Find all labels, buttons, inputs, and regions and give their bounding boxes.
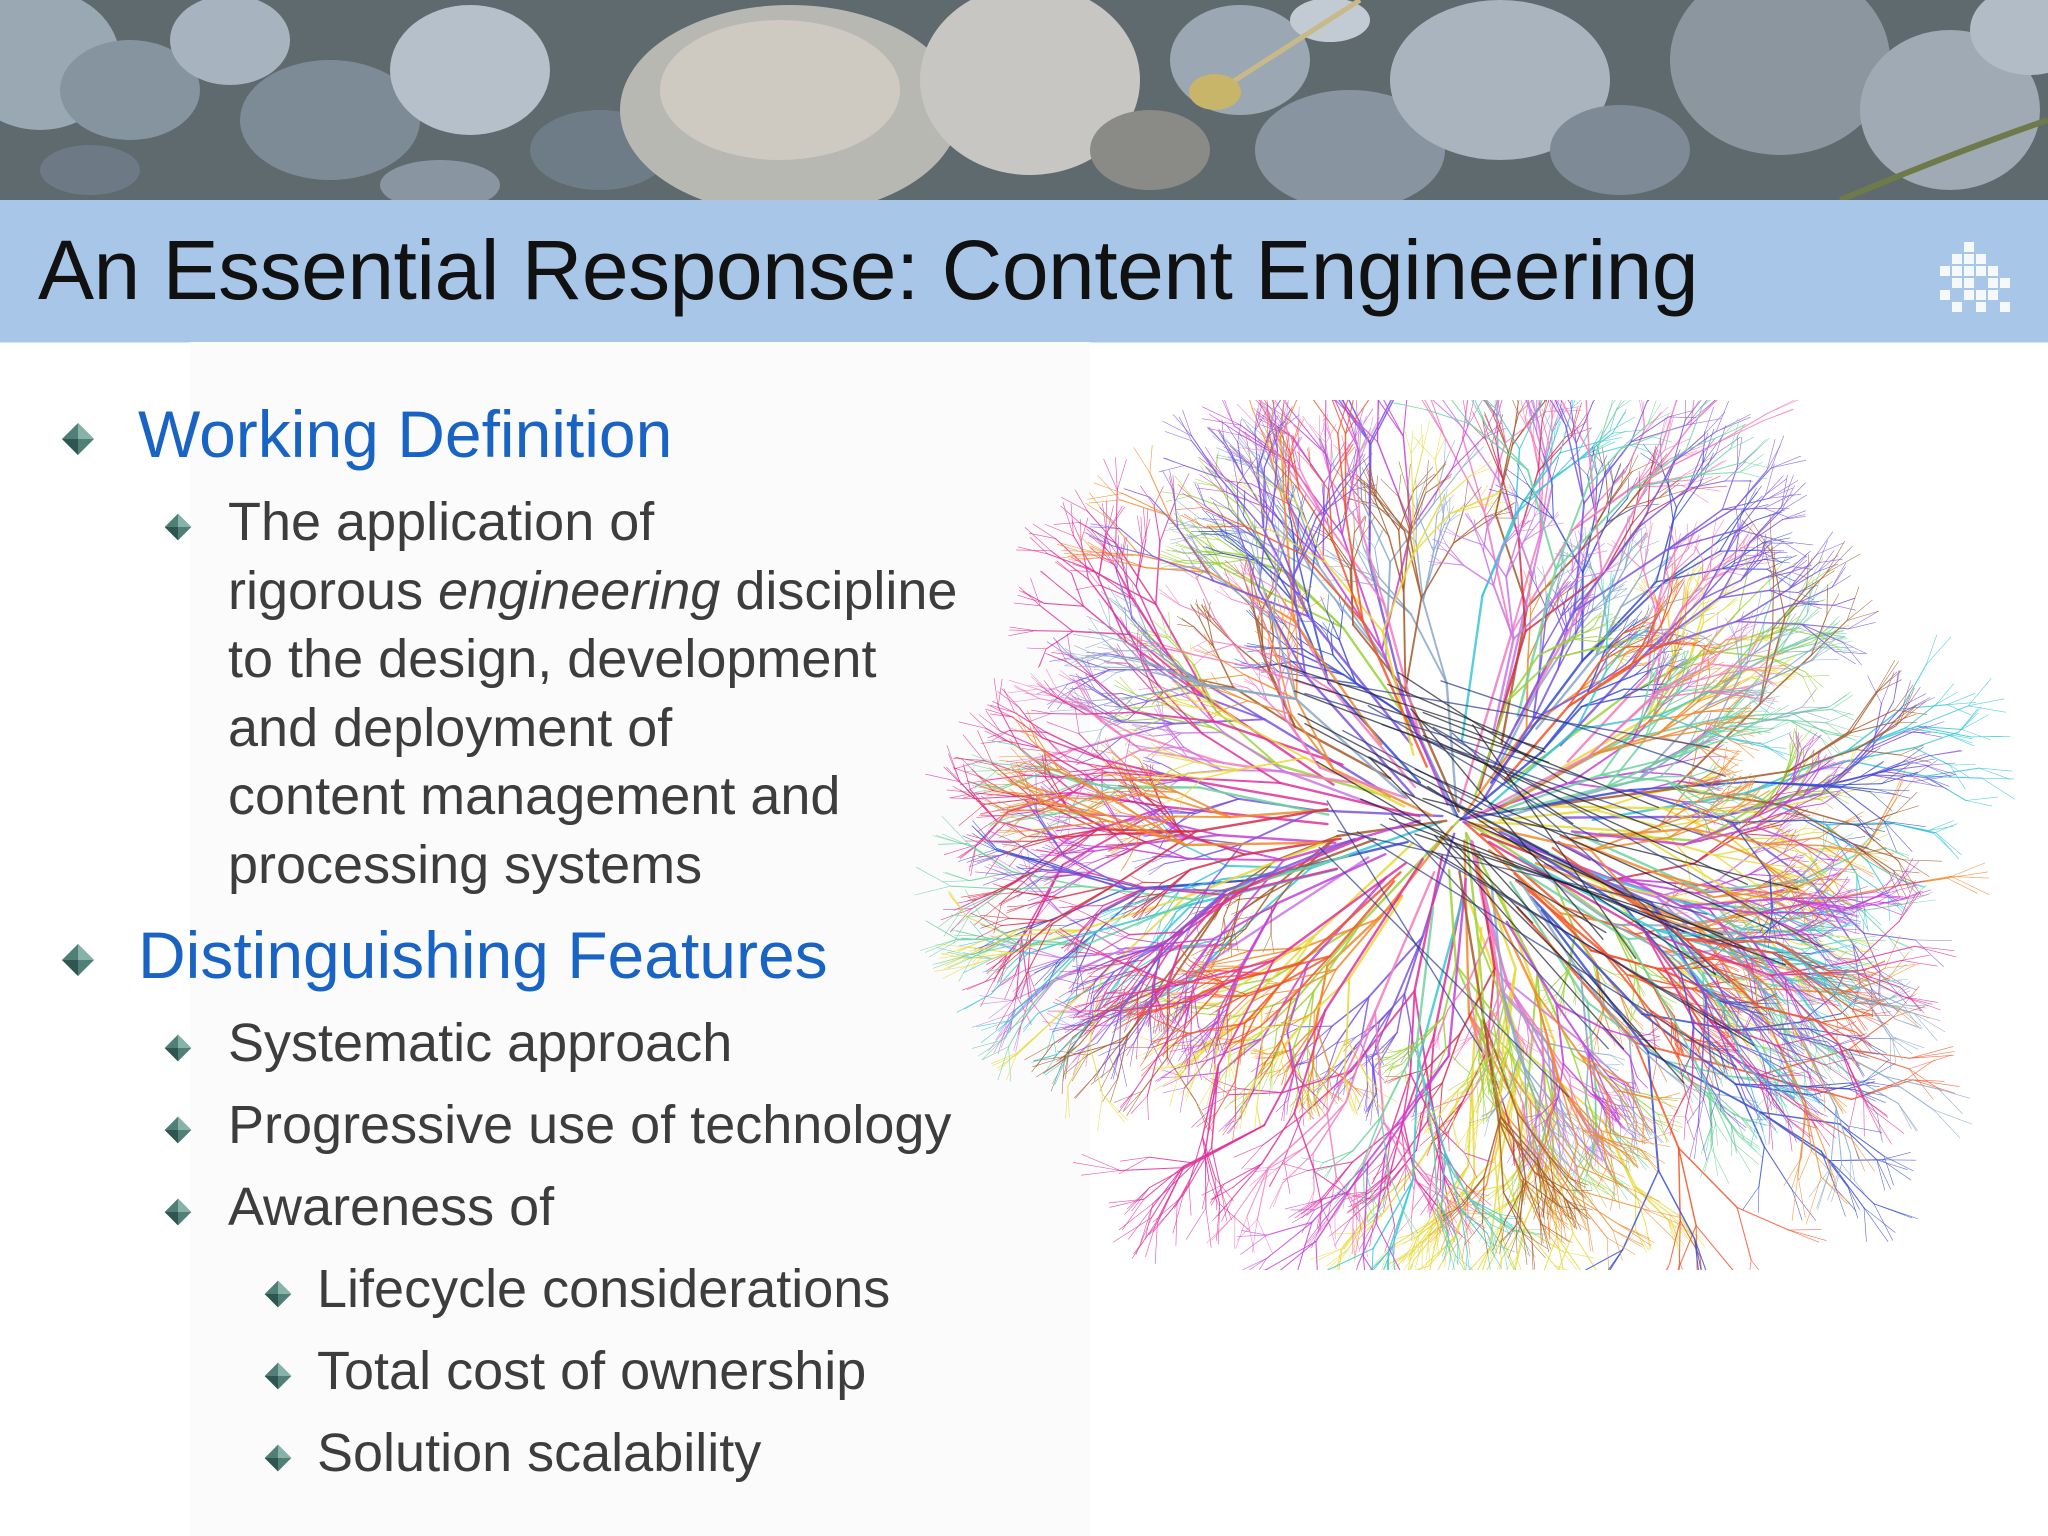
diamond-bullet-icon bbox=[62, 944, 94, 976]
diamond-bullet-icon bbox=[62, 423, 94, 455]
diamond-bullet-icon bbox=[264, 1280, 292, 1308]
feature-item: Progressive use of technology bbox=[228, 1095, 952, 1155]
working-definition-text: The application of rigorous engineering … bbox=[228, 488, 957, 899]
header-banner-photo bbox=[0, 0, 2048, 200]
feature-item: Awareness of bbox=[228, 1177, 555, 1237]
content-panel bbox=[190, 342, 1090, 1536]
diamond-bullet-icon bbox=[164, 1116, 192, 1144]
diamond-bullet-icon bbox=[264, 1362, 292, 1390]
definition-line: to the design, development bbox=[228, 629, 877, 689]
diamond-bullet-icon bbox=[164, 513, 192, 541]
definition-line-part: rigorous bbox=[228, 560, 439, 621]
title-bar: An Essential Response: Content Engineeri… bbox=[0, 200, 2048, 343]
page-title: An Essential Response: Content Engineeri… bbox=[38, 223, 1699, 317]
awareness-sub-item: Solution scalability bbox=[317, 1423, 762, 1483]
distinguishing-features-heading: Distinguishing Features bbox=[138, 918, 828, 992]
definition-line-part: discipline bbox=[720, 560, 958, 621]
working-definition-heading: Working Definition bbox=[138, 397, 673, 471]
pixel-grid-logo-icon bbox=[1940, 242, 2010, 312]
river-stones-image bbox=[0, 0, 2048, 200]
definition-line: content management and bbox=[228, 766, 841, 826]
definition-line: rigorous engineering discipline bbox=[228, 557, 957, 626]
diamond-bullet-icon bbox=[164, 1198, 192, 1226]
definition-emphasis: engineering bbox=[438, 560, 721, 621]
network-map-graphic bbox=[914, 400, 2015, 1270]
definition-line: processing systems bbox=[228, 834, 703, 895]
diamond-bullet-icon bbox=[264, 1444, 292, 1472]
awareness-sub-item: Lifecycle considerations bbox=[317, 1259, 891, 1319]
diamond-bullet-icon bbox=[164, 1034, 192, 1062]
definition-line: The application of bbox=[228, 492, 655, 552]
feature-item: Systematic approach bbox=[228, 1013, 733, 1073]
definition-line: and deployment of bbox=[228, 697, 673, 758]
awareness-sub-item: Total cost of ownership bbox=[317, 1341, 867, 1401]
